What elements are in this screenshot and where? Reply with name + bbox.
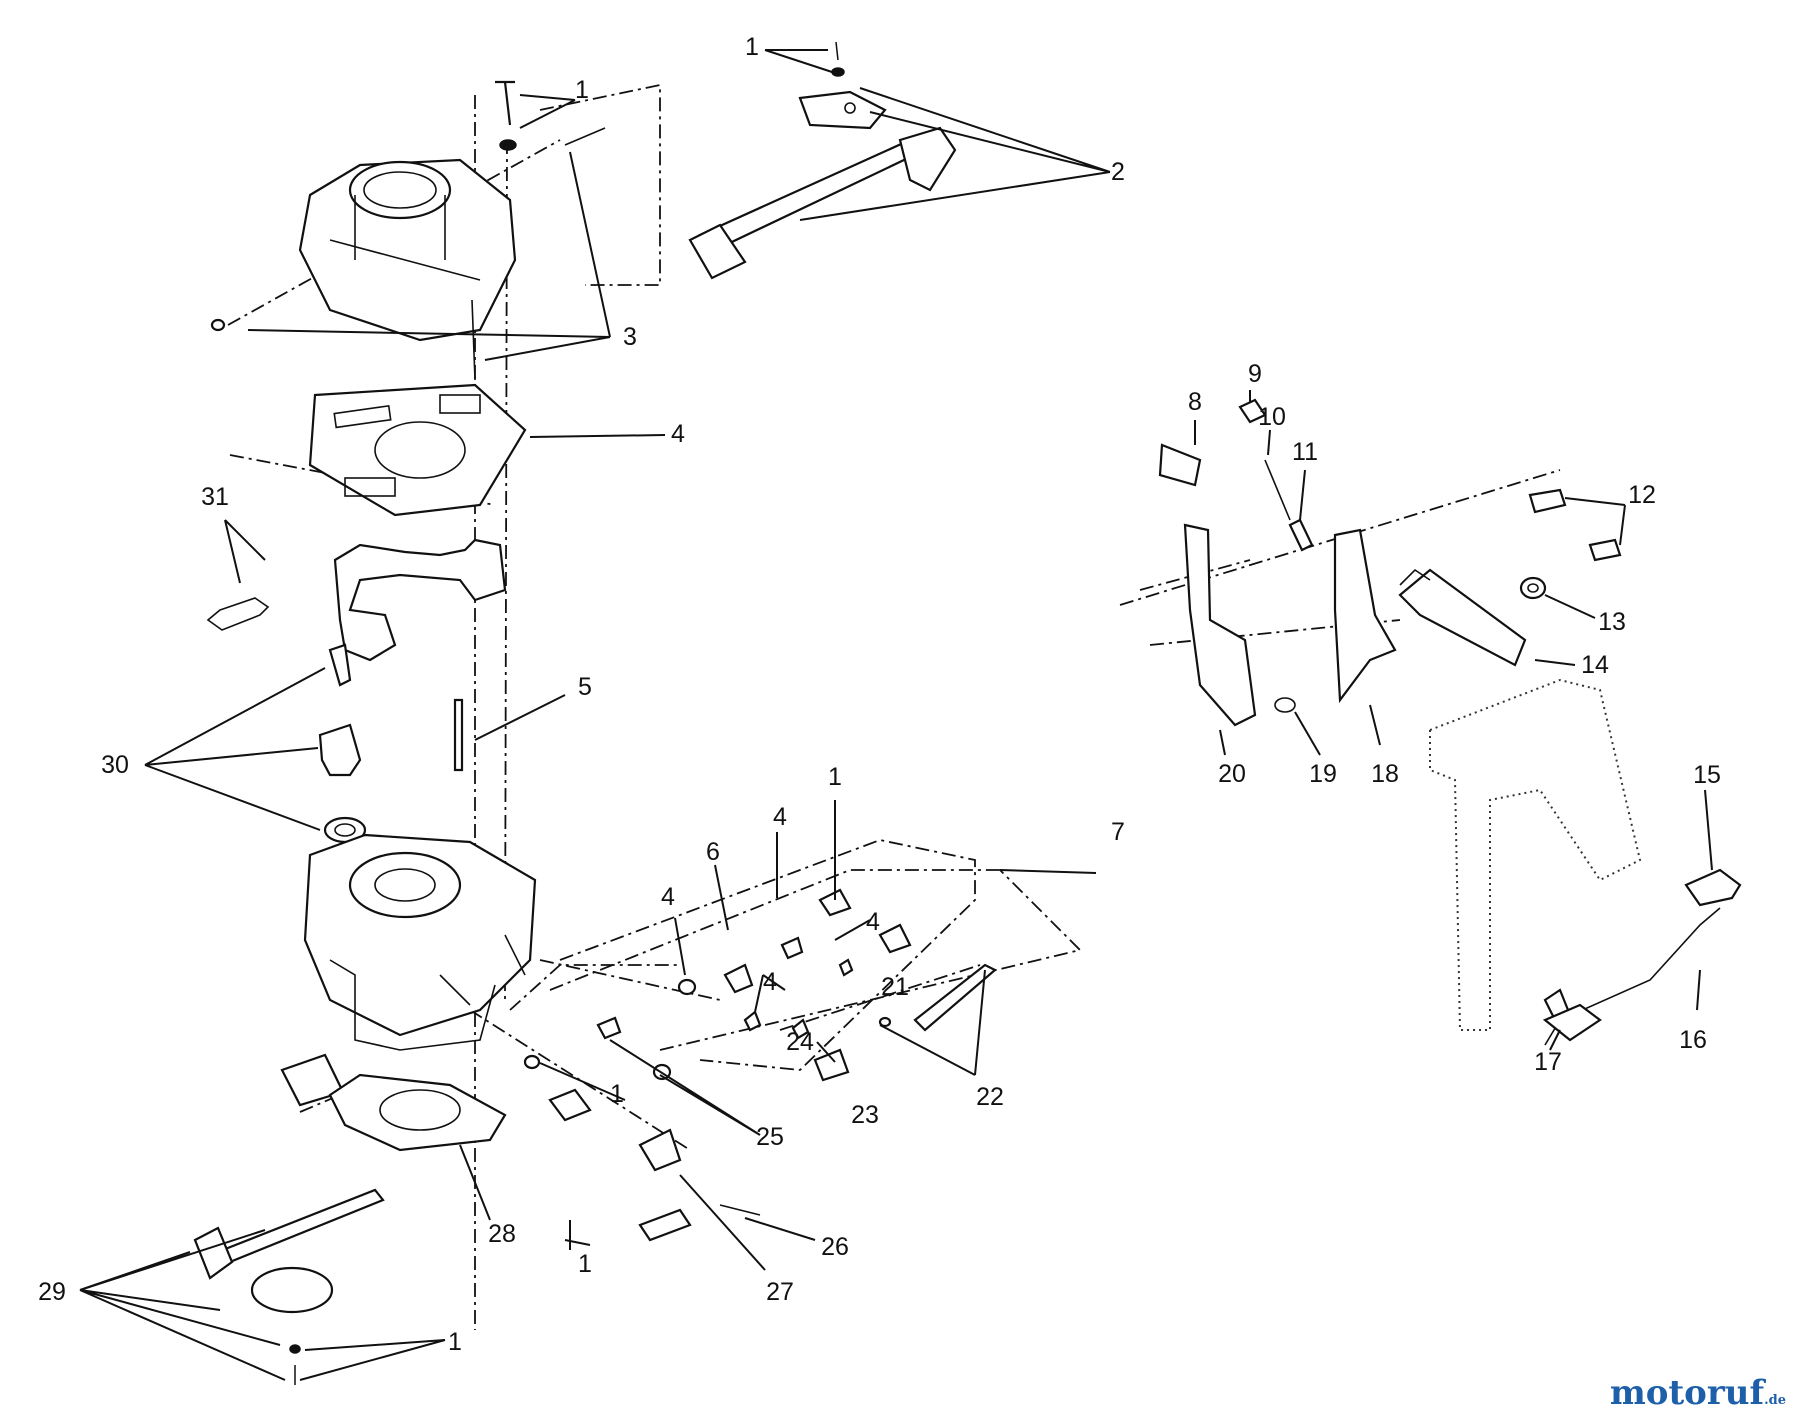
callout-19: 19 <box>1309 760 1337 788</box>
callout-7: 7 <box>1111 818 1125 846</box>
watermark-part1: motoruf <box>1609 1373 1765 1413</box>
callout-12: 12 <box>1628 481 1656 509</box>
callout-21: 21 <box>881 973 909 1001</box>
callout-29: 29 <box>38 1278 66 1306</box>
carburetor-upper-body <box>210 158 517 342</box>
callout-1-jets: 1 <box>828 763 842 791</box>
callout-3: 3 <box>623 323 637 351</box>
callout-1-screw: 1 <box>578 1250 592 1278</box>
callout-6: 6 <box>706 838 720 866</box>
callout-22: 22 <box>976 1083 1004 1111</box>
float-assembly <box>206 538 507 662</box>
callout-27: 27 <box>766 1278 794 1306</box>
callout-25: 25 <box>756 1123 784 1151</box>
callout-16: 16 <box>1679 1026 1707 1054</box>
watermark-part2: .de <box>1764 1393 1786 1408</box>
callout-1-body: 1 <box>610 1080 624 1108</box>
callout-labels: 1 1 2 3 4 31 5 30 1 4 6 7 4 4 21 4 24 22… <box>38 33 1721 1356</box>
governor-lever-outline <box>1429 678 1642 1031</box>
float-pin <box>453 698 464 772</box>
watermark-logo: motoruf.de <box>1610 1373 1786 1413</box>
callout-4-jets-mid: 4 <box>866 908 880 936</box>
callout-24: 24 <box>786 1028 814 1056</box>
carburetor-main-body <box>303 833 537 1051</box>
callout-23: 23 <box>851 1101 879 1129</box>
callout-28: 28 <box>488 1220 516 1248</box>
callout-8: 8 <box>1188 388 1202 416</box>
callout-1-bottom: 1 <box>448 1328 462 1356</box>
callout-17: 17 <box>1534 1048 1562 1076</box>
callout-9: 9 <box>1248 360 1262 388</box>
inlet-needle-seat <box>318 643 367 844</box>
callout-10: 10 <box>1258 403 1286 431</box>
callout-1-top-right: 1 <box>745 33 759 61</box>
callout-26: 26 <box>821 1233 849 1261</box>
callout-4-jets-left: 4 <box>661 883 675 911</box>
callout-4-jets-lower: 4 <box>763 968 777 996</box>
callout-2: 2 <box>1111 158 1125 186</box>
callout-1-top-cover: 1 <box>575 76 589 104</box>
flange-gasket <box>328 1073 507 1152</box>
governor-linkage <box>1158 398 1742 1046</box>
screw-rod <box>471 299 476 381</box>
callout-4-jets-upper: 4 <box>773 803 787 831</box>
gasket-plate <box>308 383 527 517</box>
callout-31: 31 <box>201 483 229 511</box>
adjustment-screws <box>523 1016 761 1242</box>
callout-14: 14 <box>1581 651 1609 679</box>
jet-parts <box>677 888 997 1082</box>
callout-20: 20 <box>1218 760 1246 788</box>
callout-4-gasket: 4 <box>671 420 685 448</box>
callout-13: 13 <box>1598 608 1626 636</box>
callout-18: 18 <box>1371 760 1399 788</box>
throttle-plate-assembly <box>688 41 957 280</box>
callout-5: 5 <box>578 673 592 701</box>
callout-15: 15 <box>1693 761 1721 789</box>
pin-rod <box>564 127 606 146</box>
callout-11: 11 <box>1292 438 1318 466</box>
callout-30: 30 <box>101 751 129 779</box>
leader-lines <box>79 49 1713 1381</box>
top-screw <box>495 80 517 151</box>
